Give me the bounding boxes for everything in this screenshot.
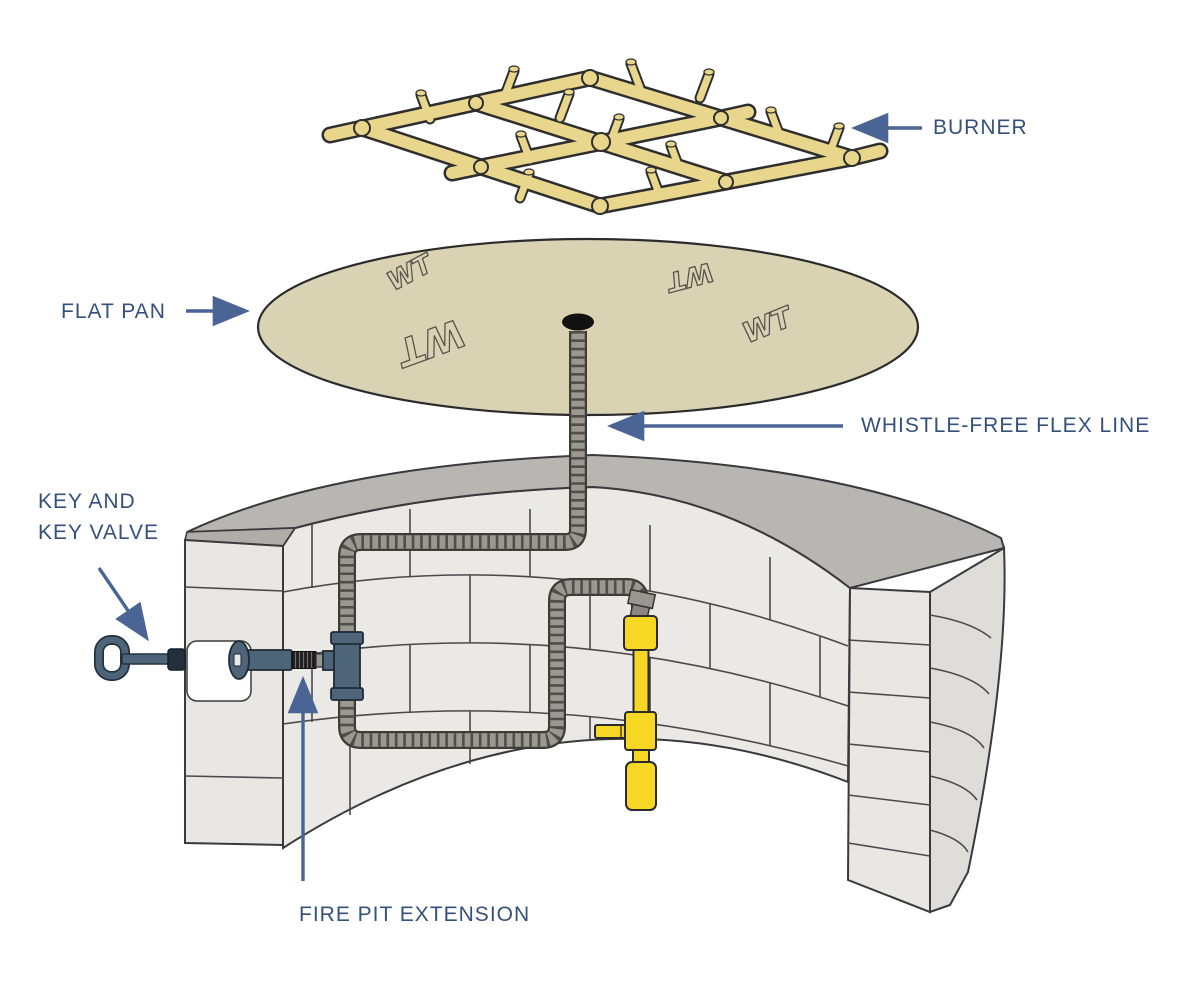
whistle-free-flex-line	[338, 331, 649, 749]
fire-pit-extension	[291, 651, 326, 669]
valve-tee-fitting	[322, 631, 364, 701]
wall-top-cap	[186, 453, 1006, 590]
pan-center-hole	[562, 313, 594, 331]
label-whistle-free-flex-line: WHISTLE-FREE FLEX LINE	[861, 414, 1151, 437]
label-key-and-key-valve-line1: KEY AND	[38, 490, 136, 513]
label-fire-pit-extension: FIRE PIT EXTENSION	[299, 903, 531, 926]
label-key-and-key-valve: KEY AND KEY VALVE	[38, 486, 159, 548]
burner	[321, 58, 889, 215]
key-valve-arrow	[97, 567, 149, 642]
gas-regulator-assembly	[594, 588, 658, 811]
key	[94, 635, 186, 681]
key-valve	[228, 631, 364, 701]
flat-pan: WT WT WT WT	[256, 237, 920, 417]
wall-left-cut-block	[184, 538, 284, 847]
wall-right-cut-block	[846, 546, 1006, 914]
label-burner: BURNER	[933, 116, 1028, 139]
label-flat-pan: FLAT PAN	[61, 300, 166, 323]
label-key-and-key-valve-line2: KEY VALVE	[38, 521, 160, 544]
fire-pit-wall	[183, 453, 1006, 914]
